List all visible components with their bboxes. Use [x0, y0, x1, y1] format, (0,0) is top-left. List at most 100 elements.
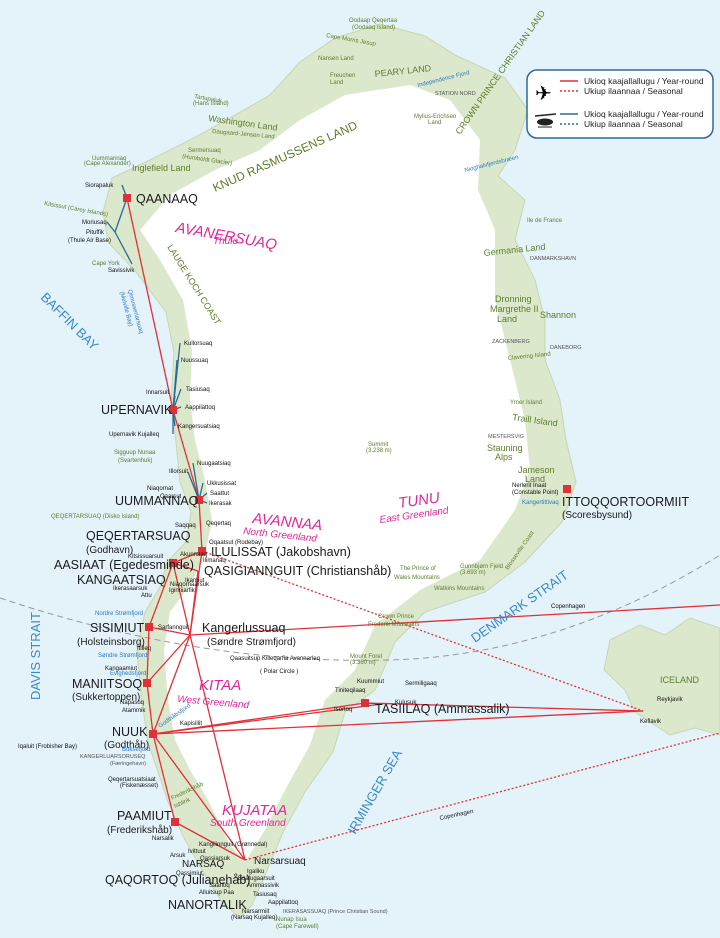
label-nansen: Nansen Land: [318, 56, 354, 62]
label-ivittuut: Ivittuut: [188, 849, 206, 855]
label-hans-island: (Hans Island): [193, 101, 229, 107]
label-arsuk: Arsuk: [170, 853, 186, 859]
label-kangerluarsoruseq: KANGERLUARSORUSEQ: [80, 754, 146, 760]
label-polar: Qaasuitsup Killeqarfia Avannarleq: [230, 656, 320, 662]
label-upernavik-kujalleq: Upernavik Kujalleq: [109, 432, 159, 438]
label-tasiusaq: Tasiusaq: [186, 387, 210, 393]
label-iqaluit: Iqaluit (Frobisher Bay): [18, 744, 77, 750]
label-ukkusissat: Ukkusissat: [207, 481, 236, 487]
airport-marker: [149, 730, 157, 738]
flight-route-uu-il: [198, 499, 203, 552]
label-forel-h: (3.360 m): [350, 660, 376, 666]
label-maniitsoq: MANIITSOQ: [72, 677, 142, 691]
airport-marker: [195, 496, 203, 504]
label-kapisillit: Kapisillit: [180, 721, 202, 727]
label-sarfannguit: Sarfannguit: [158, 625, 189, 631]
label-kitsissuarsuit: Kitsissuarsuit: [128, 554, 164, 560]
label-crown-frederik: Crown Prince: [378, 614, 415, 620]
label-narsarsuaq: Narsarsuaq: [254, 856, 306, 867]
label-illorsuit: Illorsuit: [169, 469, 188, 475]
airport-marker: [198, 547, 206, 555]
label-nuussuaq: Nuussuaq: [181, 358, 208, 364]
label-tasiilaq: TASIILAQ (Ammassalik): [375, 702, 510, 716]
label-mylius: Mylius-Erichsen: [414, 114, 456, 120]
flight-route-si-ma: [146, 626, 150, 684]
label-nanortalik: NANORTALIK: [168, 898, 247, 912]
label-zackenberg: ZACKENBERG: [492, 339, 530, 345]
label-kangertittivaq: Kangertittivaq: [522, 500, 559, 506]
label-nuuk: NUUK: [112, 725, 148, 739]
label-margrethe: Margrethe II: [490, 304, 539, 314]
label-saqqaq: Saqqaq: [175, 523, 196, 529]
label-sermersuaq: Sermersuaq: [188, 148, 221, 154]
label-narsaq: NARSAQ: [182, 859, 224, 870]
airport-marker: [123, 194, 131, 202]
label-ilulissat: ILULISSAT (Jakobshavn): [211, 545, 351, 559]
label-pituffik: Pituffik: [86, 230, 105, 236]
routes: [106, 184, 720, 861]
label-nunap: Nunap Isua: [276, 917, 307, 923]
label-crown-frederik2: Frederik Mountains: [368, 622, 419, 628]
label-uummannaq: UUMMANNAQ: [115, 494, 199, 508]
heli-route-pit-mor: [106, 221, 116, 233]
label-holsteinsborg: (Holsteinsborg): [77, 637, 145, 648]
label-attu: Attu: [141, 593, 152, 599]
label-igaliku: Igaliku: [247, 869, 264, 875]
flight-route-ks-ma: [146, 634, 191, 684]
helicopter-icon: [534, 113, 557, 128]
seasonal-route-copenhagen: [244, 732, 720, 861]
label-copenhagen1: Copenhagen: [551, 604, 585, 610]
label-nerlerit: Nerlerit Inaat: [512, 483, 547, 489]
label-niaqornat: Niaqornat: [147, 486, 173, 492]
label-akunnaaq: Akunnaaq: [180, 552, 207, 558]
label-kangaamiut: Kangaamiut: [105, 666, 137, 672]
label-narsaq-kujalleq: (Narsaq Kujalleq): [231, 915, 277, 921]
label-evighed: Evighedsfjord: [110, 671, 146, 677]
label-tunu: TUNU: [397, 489, 441, 512]
label-kitaa: KITAA: [199, 677, 241, 694]
label-narsalik: Narsalik: [152, 836, 175, 842]
label-kulusuk: Kulusuk: [395, 700, 417, 706]
label-qeqertaq: Qeqertaq: [206, 521, 231, 527]
label-kangersuatsiaq: Kangersuatsiaq: [178, 424, 220, 430]
label-nord: STATION NORD: [435, 91, 476, 97]
label-prince-wales2: Wales Mountains: [394, 575, 440, 581]
label-oqaatsut: Oqaatsut (Rodebay): [209, 540, 263, 546]
label-alluitsup: Alluitsup Paa: [199, 890, 235, 896]
label-freuchen2: Land: [330, 80, 343, 86]
label-daneborg: DANEBORG: [550, 345, 581, 351]
label-ymer: Ymer Island: [510, 400, 542, 406]
label-fiskenaesset: (Fiskenæsset): [120, 783, 158, 789]
heli-route-uu-nug: [192, 462, 200, 501]
airport-marker: [169, 559, 177, 567]
flight-route-si-ks: [148, 626, 191, 636]
label-saarloq: Saarloq: [209, 883, 230, 889]
flight-route-aa-si: [148, 562, 174, 628]
label-reykjavik: Reykjavik: [657, 697, 684, 703]
label-qassimiut: Qassimiut: [176, 871, 203, 877]
label-cape-alexander: (Cape Alexander): [84, 161, 131, 167]
label-shannon: Shannon: [540, 310, 576, 320]
label-faeringehavn: (Færingehavn): [110, 761, 146, 767]
airport-marker: [169, 406, 177, 414]
label-kangilinnguit: Kangilinnguit (Grønnedal): [199, 842, 267, 848]
label-sigguup: Sigguup Nunaa: [114, 450, 156, 456]
label-ikerasak: Ikerasak: [209, 501, 233, 507]
label-qeqertarsuaq: QEQERTARSUAQ: [86, 529, 191, 543]
label-gunnbjorn: Gunnbjørn Fjeld: [460, 564, 503, 570]
label-sondre: (Søndre Strømfjord): [207, 637, 296, 648]
label-polar2: ( Polar Circle ): [260, 669, 298, 675]
label-thule: Thule: [213, 236, 238, 247]
label-upernavik: UPERNAVIK: [101, 403, 173, 417]
label-summit-h: (3.238 m): [366, 448, 392, 454]
flight-route-aa-qas: [172, 562, 199, 572]
label-qasigiannguit: QASIGIANNGUIT (Christianshåb): [204, 564, 391, 578]
flight-route-ta-kf: [364, 702, 644, 712]
label-sukkertoppen: (Sukkertoppen): [72, 692, 140, 703]
label-summit: Summit: [368, 442, 389, 448]
label-qeqertarsuatsiaat: Qeqertarsuatsiaat: [108, 777, 156, 783]
label-keflavik: Keflavik: [640, 719, 662, 725]
label-farewell: (Cape Farewell): [276, 924, 319, 930]
label-saattut: Saattut: [210, 491, 229, 497]
label-constable: (Constable Point): [512, 490, 558, 496]
